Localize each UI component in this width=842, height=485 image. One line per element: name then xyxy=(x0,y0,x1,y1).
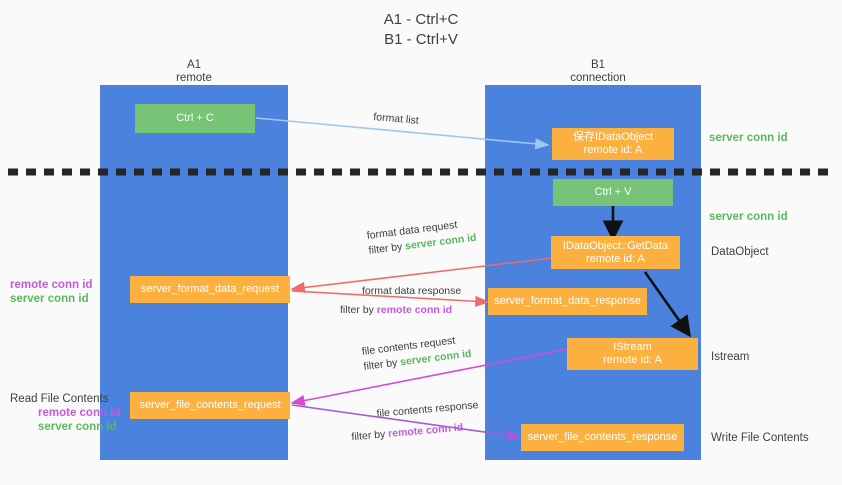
box-ctrl-v-label: Ctrl + V xyxy=(594,186,632,198)
box-server-file-contents-response[interactable]: server_file_contents_response xyxy=(521,424,684,451)
box-istream[interactable]: IStream remote id: A xyxy=(567,338,698,370)
fc-req-filter-prefix: filter by xyxy=(362,356,401,373)
left-label-remote-conn-id-1: remote conn id xyxy=(10,279,93,291)
right-label-dataobject: DataObject xyxy=(711,246,769,258)
title-line-1: A1 - Ctrl+C xyxy=(383,11,459,28)
box-ctrl-c-label: Ctrl + C xyxy=(176,112,214,124)
left-label-server-conn-id-2: server conn id xyxy=(38,421,117,433)
box-istream-label: IStream remote id: A xyxy=(603,341,662,366)
box-server-file-contents-request[interactable]: server_file_contents_request xyxy=(130,392,290,419)
edge-label-fd-response-line2: filter by remote conn id xyxy=(340,303,461,318)
edge-label-file-contents-response: file contents response filter by remote … xyxy=(351,398,481,443)
fc-res-filter-prefix: filter by xyxy=(351,428,389,444)
box-server-format-data-request-label: server_format_data_request xyxy=(140,283,280,295)
box-ctrl-v[interactable]: Ctrl + V xyxy=(553,179,673,206)
edge-label-format-list: format list xyxy=(373,110,420,129)
box-server-format-data-response[interactable]: server_format_data_response xyxy=(488,288,647,315)
lane-header-b1-sub: connection xyxy=(570,72,626,84)
edge-label-fc-response-line1: file contents response xyxy=(376,399,479,420)
box-server-format-data-response-label: server_format_data_response xyxy=(494,295,641,307)
lane-header-a1-name: A1 xyxy=(186,59,202,71)
lane-header-a1-sub: remote xyxy=(176,72,212,84)
fd-req-filter-prefix: filter by xyxy=(367,240,406,257)
edge-label-format-list-text: format list xyxy=(372,110,420,127)
box-save-idataobject[interactable]: 保存IDataObject remote id: A xyxy=(552,128,674,160)
edge-label-fd-response-line1: format data response xyxy=(362,285,462,297)
edge-label-file-contents-request: file contents request filter by server c… xyxy=(361,332,472,375)
box-server-file-contents-request-label: server_file_contents_request xyxy=(139,399,281,411)
title-line-2: B1 - Ctrl+V xyxy=(384,31,458,48)
right-label-server-conn-id-2: server conn id xyxy=(709,211,788,223)
box-ctrl-c[interactable]: Ctrl + C xyxy=(135,104,255,133)
left-label-group-2: Read File Contents remote conn id server… xyxy=(10,392,120,434)
left-label-group-1: remote conn id server conn id xyxy=(10,278,92,306)
fd-res-filter-prefix: filter by xyxy=(340,304,377,316)
left-label-remote-conn-id-2: remote conn id xyxy=(38,407,121,419)
page-title: A1 - Ctrl+C B1 - Ctrl+V xyxy=(0,10,842,50)
right-label-server-conn-id-1: server conn id xyxy=(709,132,788,144)
box-server-format-data-request[interactable]: server_format_data_request xyxy=(130,276,290,303)
fc-res-filter-key: remote conn id xyxy=(387,421,464,441)
edge-label-format-data-response: format data response filter by remote co… xyxy=(340,284,462,318)
box-server-file-contents-response-label: server_file_contents_response xyxy=(527,431,678,443)
box-save-idataobject-label: 保存IDataObject remote id: A xyxy=(572,131,654,156)
fd-res-filter-key: remote conn id xyxy=(376,304,453,316)
right-label-istream: Istream xyxy=(711,351,750,363)
left-label-read-file-contents: Read File Contents xyxy=(10,393,109,405)
left-label-server-conn-id-1: server conn id xyxy=(10,293,89,305)
lane-header-b1-name: B1 xyxy=(590,59,606,71)
right-label-write-file-contents: Write File Contents xyxy=(711,432,809,444)
lane-header-b1: B1 connection xyxy=(508,59,688,85)
edge-label-fc-response-line2: filter by remote conn id xyxy=(351,419,481,445)
box-idataobject-getdata-label: IDataObject::GetData remote id: A xyxy=(562,239,669,265)
edge-label-format-data-request: format data request filter by server con… xyxy=(366,216,477,259)
box-idataobject-getdata[interactable]: IDataObject::GetData remote id: A xyxy=(551,236,680,269)
lane-header-a1: A1 remote xyxy=(104,59,284,85)
